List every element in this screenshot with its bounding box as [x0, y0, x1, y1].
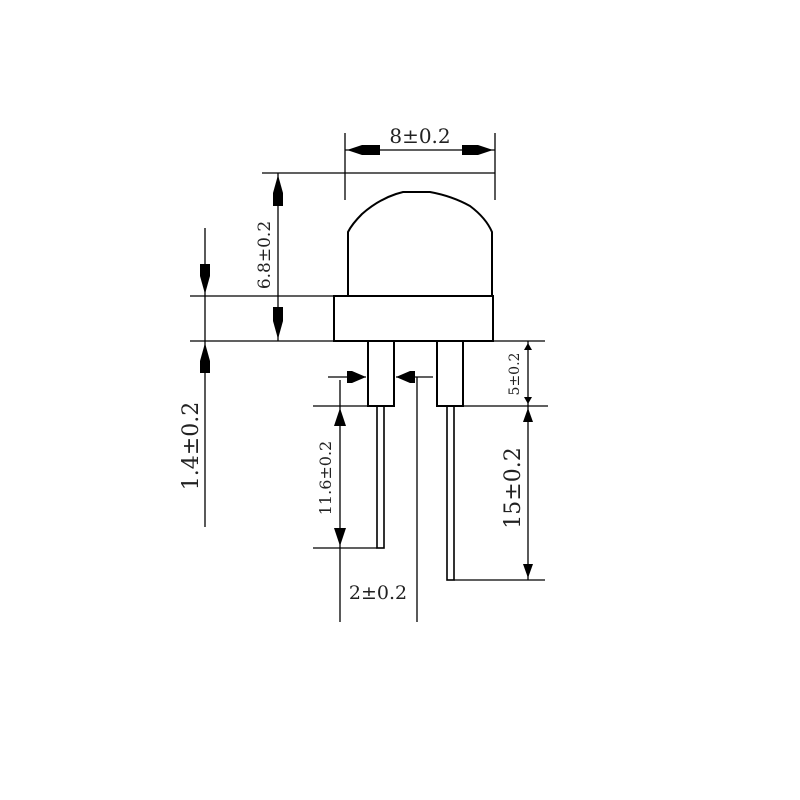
arrow-down-icon [334, 528, 346, 546]
dim-lead-spacing: 2±0.2 [328, 371, 433, 622]
dim-label-lead-spacing: 2±0.2 [349, 582, 407, 604]
lead-right-wire [446, 405, 455, 581]
lens-dome [347, 191, 493, 296]
arrow-right-icon [347, 371, 366, 383]
dim-lens-width: 8±0.2 [344, 124, 496, 200]
dim-label-lens-width: 8±0.2 [389, 124, 450, 148]
lead-left-wire [376, 405, 385, 549]
dim-total-height: 6.8±0.2 [255, 173, 283, 341]
led-body [333, 191, 494, 581]
flange [333, 295, 494, 342]
dim-label-lead-shoulder: 5±0.2 [507, 353, 523, 396]
dim-label-total-height: 6.8±0.2 [255, 221, 275, 289]
arrow-right-icon [462, 145, 493, 155]
arrow-left-icon [347, 145, 380, 155]
dim-label-lead-length-long: 15±0.2 [501, 447, 526, 528]
arrow-up-icon [200, 343, 210, 373]
dim-label-flange-height: 1.4±0.2 [179, 402, 204, 490]
arrow-down-icon [273, 307, 283, 339]
lead-right-shoulder [436, 340, 464, 407]
lead-left-shoulder [367, 340, 395, 407]
dim-lead-shoulder: 5±0.2 [463, 341, 548, 407]
arrow-down-icon [523, 564, 533, 578]
arrow-up-icon [273, 175, 283, 206]
dim-label-lead-length-short: 11.6±0.2 [316, 441, 335, 515]
arrow-down-icon [524, 397, 532, 404]
arrow-up-icon [523, 408, 533, 422]
arrow-up-icon [524, 343, 532, 350]
arrow-up-icon [334, 408, 346, 426]
dim-lead-length-short: 11.6±0.2 [313, 405, 377, 549]
dim-lead-length-long: 15±0.2 [454, 406, 545, 581]
arrow-left-icon [396, 371, 415, 383]
arrow-down-icon [200, 264, 210, 294]
dim-flange-height: 1.4±0.2 [179, 228, 210, 527]
